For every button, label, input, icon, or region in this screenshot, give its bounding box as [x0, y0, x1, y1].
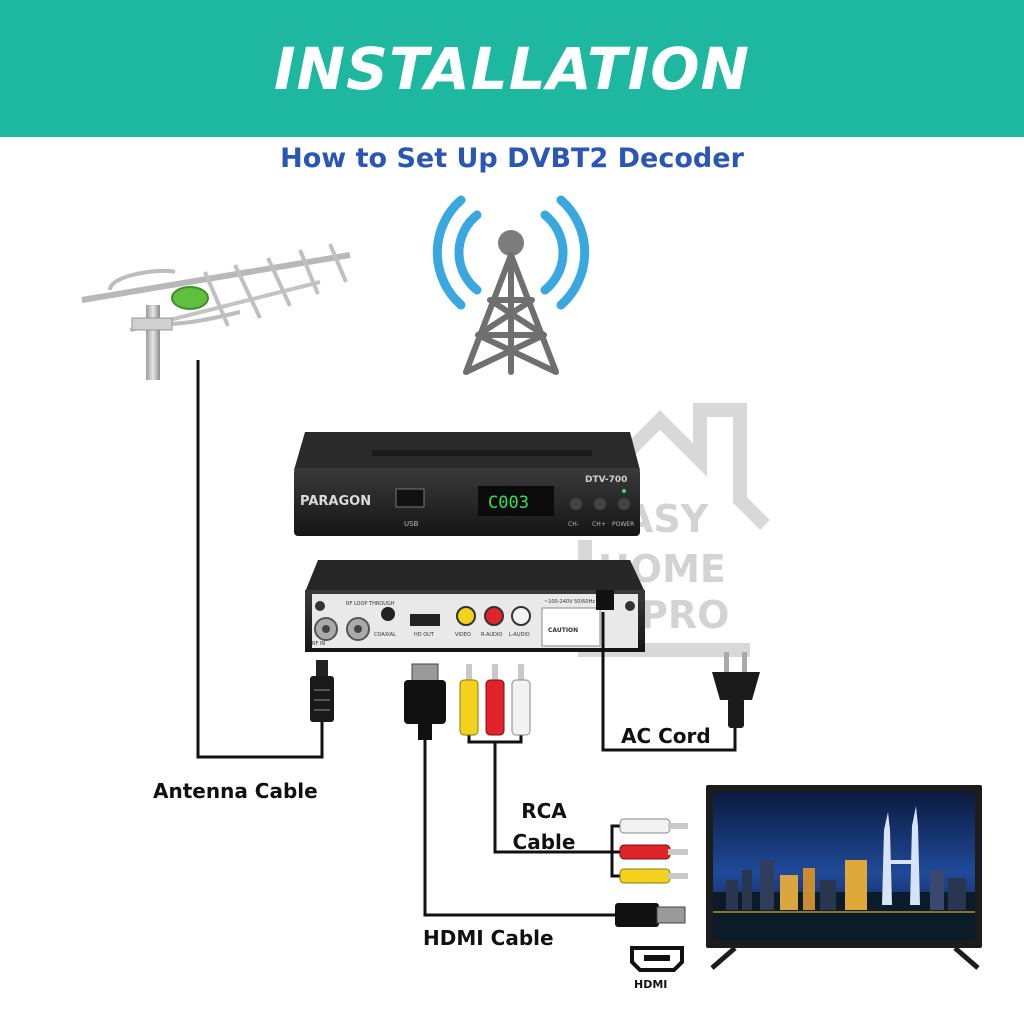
decoder-model: DTV-700 [585, 475, 627, 485]
broadcast-tower-icon [437, 200, 584, 372]
antenna-cable-label: Antenna Cable [153, 779, 318, 803]
ch-plus-button[interactable] [594, 498, 606, 510]
hdmi-logo-text: HDMI [634, 978, 667, 991]
ac-inlet[interactable] [596, 590, 614, 610]
ac-cord-label: AC Cord [621, 724, 711, 748]
antenna-connector-icon [310, 660, 334, 722]
hdmi-cable-label: HDMI Cable [423, 926, 554, 950]
rear-label-rf-loop: RF LOOP THROUGH [346, 601, 395, 607]
decoder-brand: PARAGON [300, 494, 371, 509]
hdmi-logo-icon: HDMI [632, 948, 682, 991]
rear-label-rf-in: RF IN [312, 641, 325, 647]
rear-label-coaxial: COAXIAL [374, 632, 396, 638]
r-audio-port[interactable] [485, 607, 503, 625]
rca-cable-label-line2: Cable [508, 827, 580, 858]
l-audio-port[interactable] [512, 607, 530, 625]
usb-label: USB [404, 520, 419, 528]
rca-plugs-tv [620, 819, 688, 883]
ac-plug-icon [712, 652, 760, 728]
antenna-cable-line [198, 360, 322, 757]
rca-cable-label-line1: RCA [508, 796, 580, 827]
yagi-antenna-icon [82, 244, 350, 380]
front-button-label-ch-plus: CH+ [592, 521, 606, 528]
rear-label-hd-out: HD OUT [414, 632, 435, 638]
rca-plugs-top [460, 664, 530, 735]
coaxial-port[interactable] [381, 607, 395, 621]
rear-label-l-audio: L-AUDIO [509, 632, 530, 638]
rear-label-r-audio: R-AUDIO [481, 632, 502, 638]
front-button-label-power: POWER [612, 521, 634, 528]
watermark-line3: PRO [640, 593, 729, 637]
front-button-label-ch-minus: CH- [568, 521, 579, 528]
front-display: C003 [488, 493, 529, 513]
power-led [622, 489, 626, 493]
video-port[interactable] [457, 607, 475, 625]
ch-minus-button[interactable] [570, 498, 582, 510]
rear-label-video: VIDEO [455, 632, 471, 638]
rear-caution-label: CAUTION [548, 627, 578, 634]
hdmi-plug-icon [404, 664, 446, 740]
rca-cable-label: RCA Cable [508, 796, 580, 858]
television-icon [706, 785, 982, 968]
hdmi-plug-tv-icon [615, 903, 685, 927]
decoder-rear: CAUTION ~100-240V 50/60Hz RF IN RF LOOP … [305, 560, 645, 652]
power-button[interactable] [618, 498, 630, 510]
rear-rating: ~100-240V 50/60Hz [544, 599, 595, 605]
decoder-front: PARAGON USB C003 DTV-700 CH- CH+ POWER [294, 432, 640, 536]
hd-out-port[interactable] [410, 614, 440, 626]
